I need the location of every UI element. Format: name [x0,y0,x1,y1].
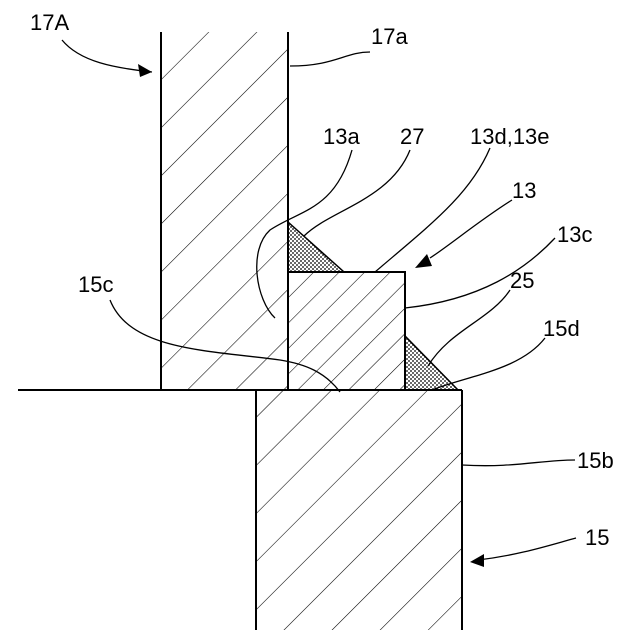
leader-25 [428,290,510,366]
label-25: 25 [510,268,534,293]
label-15d: 15d [543,316,580,341]
leader-27 [304,150,410,236]
leader-15 [478,538,576,560]
label-13: 13 [512,178,536,203]
member-17A [161,32,288,390]
label-17a: 17a [371,24,408,49]
leader-15b [462,460,575,466]
leader-17a [290,52,370,66]
label-17A: 17A [30,10,69,35]
member-13 [288,272,405,390]
label-15b: 15b [577,448,614,473]
leader-13d-13e [375,148,490,272]
fillet-27 [288,222,344,272]
arrowhead-13 [415,254,432,268]
label-13a: 13a [323,124,360,149]
label-15c: 15c [78,272,113,297]
label-15: 15 [585,525,609,550]
arrowhead-17A [138,64,152,77]
member-15 [256,390,462,630]
label-27: 27 [400,124,424,149]
arrowhead-15 [470,554,484,567]
label-13d-13e: 13d,13e [470,124,550,149]
label-13c: 13c [557,222,592,247]
leader-13 [430,200,512,258]
fillet-25 [405,336,458,390]
